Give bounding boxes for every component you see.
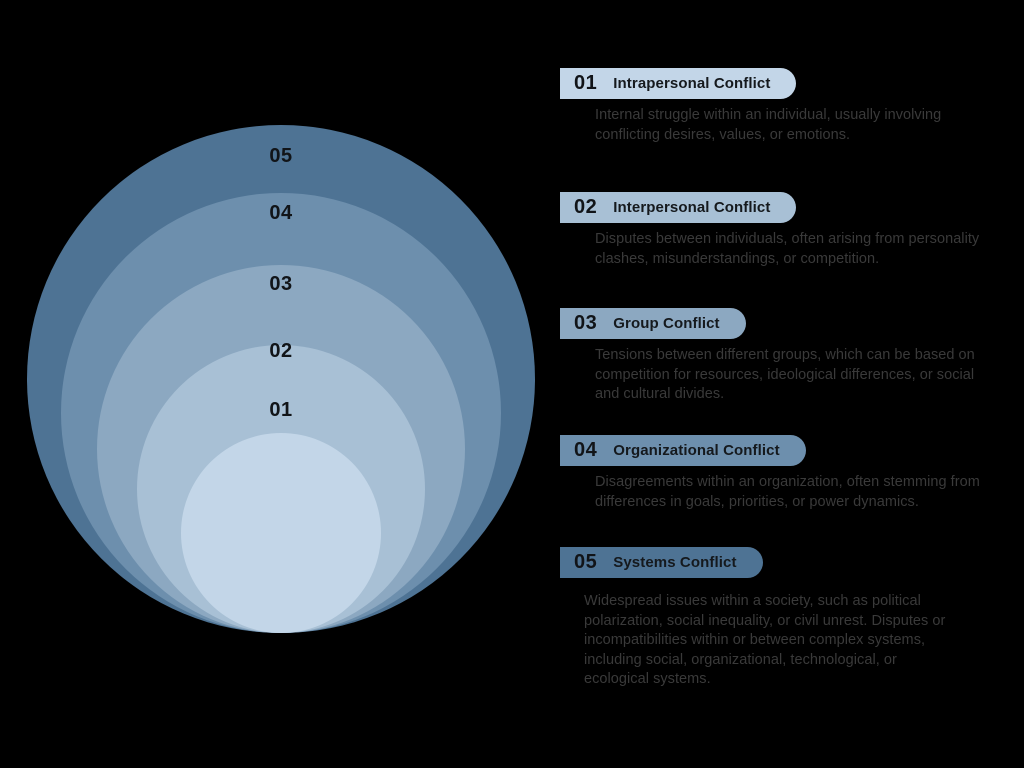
item-description: Widespread issues within a society, such… <box>584 593 946 687</box>
badge-title: Systems Conflict <box>613 554 737 571</box>
badge-number: 03 <box>574 312 598 334</box>
badge-title: Group Conflict <box>613 315 720 332</box>
badge-04[interactable]: 04 Organizational Conflict <box>560 435 806 466</box>
badge-01[interactable]: 01 Intrapersonal Conflict <box>560 68 797 99</box>
circle-label-01: 01 <box>269 399 293 421</box>
item-description: Tensions between different groups, which… <box>595 347 975 402</box>
badge-number: 05 <box>574 551 598 573</box>
circle-label-05: 05 <box>269 145 293 167</box>
item-description: Disagreements within an organization, of… <box>595 474 980 510</box>
circle-label-02: 02 <box>269 340 293 362</box>
badge-number: 01 <box>574 72 598 94</box>
circle-label-03: 03 <box>269 273 293 295</box>
badge-number: 02 <box>574 196 598 218</box>
badge-title: Intrapersonal Conflict <box>613 75 771 92</box>
item-description: Disputes between individuals, often aris… <box>595 231 980 267</box>
circle-label-04: 04 <box>269 202 293 224</box>
item-description: Internal struggle within an individual, … <box>595 107 942 143</box>
badge-title: Interpersonal Conflict <box>613 199 771 216</box>
badge-02[interactable]: 02 Interpersonal Conflict <box>560 192 797 223</box>
badge-number: 04 <box>574 439 598 461</box>
circle-stack: 05 04 03 02 01 <box>27 125 535 633</box>
badge-05[interactable]: 05 Systems Conflict <box>560 547 763 578</box>
nested-circles-diagram: 05 04 03 02 01 <box>27 125 535 633</box>
badge-title: Organizational Conflict <box>613 442 780 459</box>
circle-ring-01 <box>181 433 381 633</box>
badge-03[interactable]: 03 Group Conflict <box>560 308 746 339</box>
